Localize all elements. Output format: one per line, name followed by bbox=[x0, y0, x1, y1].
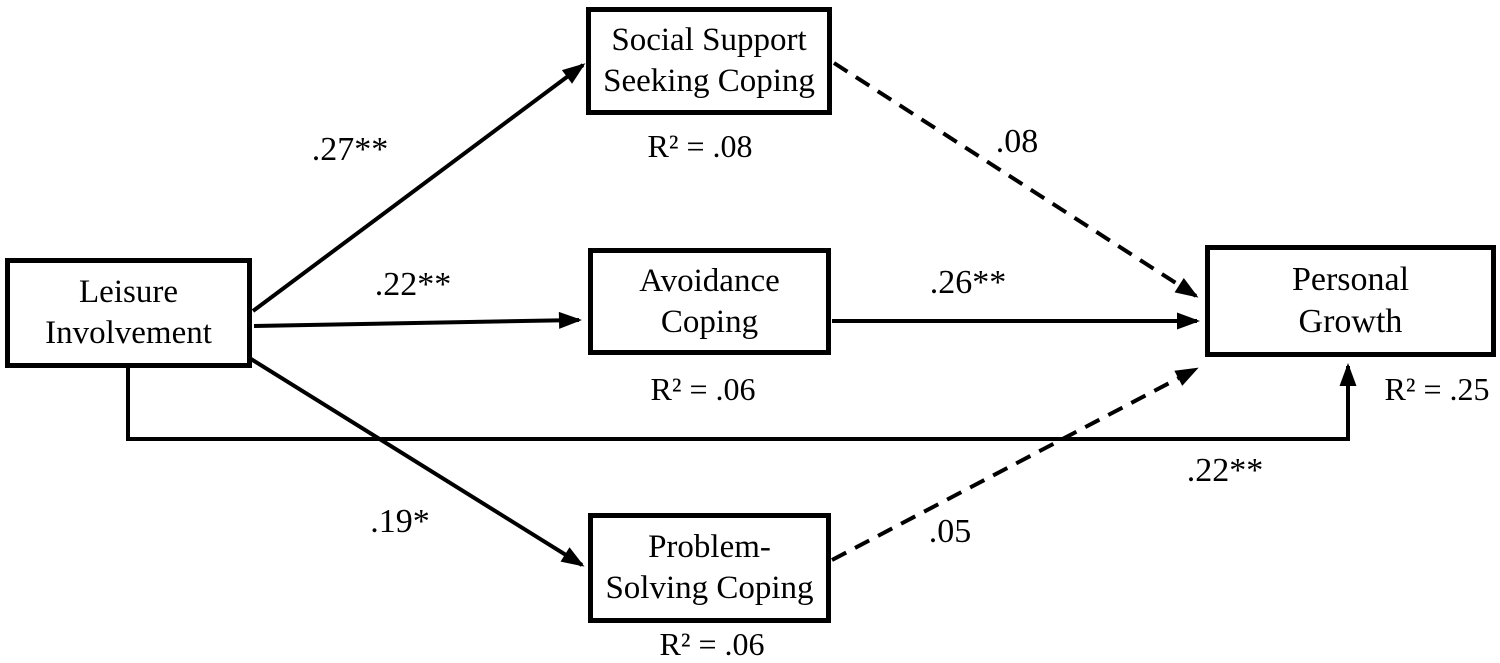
arrow-social-to-growth-arrowhead bbox=[1174, 278, 1199, 298]
node-personal-growth-label-line1: Personal bbox=[1291, 261, 1410, 299]
r-squared-problem-solving: R² = .06 bbox=[659, 626, 765, 662]
node-leisure-involvement: Leisure Involvement bbox=[5, 258, 252, 368]
r-squared-personal-growth: R² = .25 bbox=[1384, 371, 1490, 407]
arrow-leisure-to-problem-arrowhead bbox=[560, 547, 585, 567]
arrow-leisure-to-social-arrowhead bbox=[561, 63, 586, 84]
node-social-support-coping-label-line2: Seeking Coping bbox=[603, 63, 815, 99]
node-leisure-involvement-label-line1: Leisure bbox=[79, 274, 178, 311]
r-squared-avoidance: R² = .06 bbox=[650, 371, 756, 407]
arrow-problem-to-growth-arrowhead bbox=[1174, 367, 1199, 386]
node-social-support-coping-label-line1: Social Support bbox=[611, 22, 807, 59]
arrow-leisure-to-growth-direct-arrowhead bbox=[1339, 363, 1357, 386]
arrow-leisure-to-avoidance bbox=[253, 318, 580, 328]
arrow-avoidance-to-growth-arrowhead bbox=[1177, 312, 1200, 330]
r-squared-social-support: R² = .08 bbox=[647, 128, 753, 164]
arrow-leisure-to-growth-direct bbox=[126, 366, 1350, 441]
arrow-leisure-to-problem bbox=[249, 357, 584, 567]
coefficient-avoidance-to-growth: .26** bbox=[929, 264, 1007, 301]
coefficient-problem-to-growth: .05 bbox=[928, 513, 972, 550]
coefficient-leisure-to-problem: .19* bbox=[370, 503, 430, 540]
coefficient-leisure-to-social: .27** bbox=[311, 131, 389, 168]
arrow-social-to-growth bbox=[832, 61, 1198, 298]
node-avoidance-coping-label-line2: Coping bbox=[660, 303, 759, 340]
node-leisure-involvement-label-line2: Involvement bbox=[45, 315, 212, 351]
node-avoidance-coping-label-line1: Avoidance bbox=[639, 262, 780, 299]
arrow-problem-to-growth bbox=[831, 367, 1197, 562]
node-social-support-coping: Social Support Seeking Coping bbox=[586, 7, 832, 115]
node-avoidance-coping: Avoidance Coping bbox=[588, 248, 831, 355]
node-personal-growth-label-line2: Growth bbox=[1298, 303, 1403, 340]
coefficient-social-to-growth: .08 bbox=[995, 123, 1039, 160]
node-problem-solving-coping-label-line1: Problem- bbox=[648, 529, 771, 566]
node-problem-solving-coping-label-line2: Solving Coping bbox=[605, 570, 814, 606]
node-personal-growth: Personal Growth bbox=[1205, 245, 1496, 357]
coefficient-leisure-to-avoidance: .22** bbox=[374, 266, 452, 303]
arrow-leisure-to-avoidance-arrowhead bbox=[558, 311, 582, 329]
arrow-leisure-to-social bbox=[251, 63, 585, 313]
coefficient-leisure-to-growth-direct: .22** bbox=[1186, 452, 1264, 489]
node-problem-solving-coping: Problem- Solving Coping bbox=[588, 513, 831, 623]
